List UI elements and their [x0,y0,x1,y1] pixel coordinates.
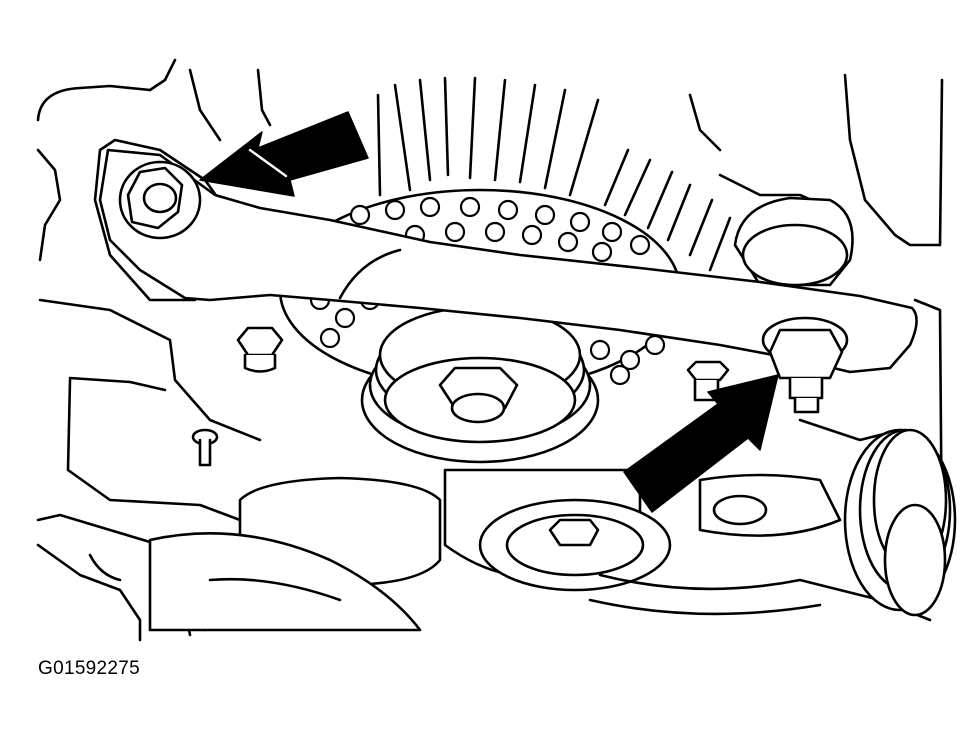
lower-left-housing [148,532,422,632]
right-grooved-pulley [843,428,957,617]
stud-bolt-left [236,326,284,373]
lower-pulley-right [588,473,932,622]
pointer-arrow-lower-nut [623,374,779,513]
tensioner-brace-bar [98,148,918,374]
pointer-arrow-upper-bolt [199,111,369,197]
figure-code-label: G01592275 [38,658,141,679]
lower-pulley-center [443,468,672,592]
idler-pulley-front [360,305,600,464]
upper-bracket-bolt [118,160,202,240]
lower-bracket-nut [761,316,849,414]
tensioner-roller [733,196,854,287]
stud-bolt-small [191,428,219,467]
cooling-fan-fins [376,76,732,272]
